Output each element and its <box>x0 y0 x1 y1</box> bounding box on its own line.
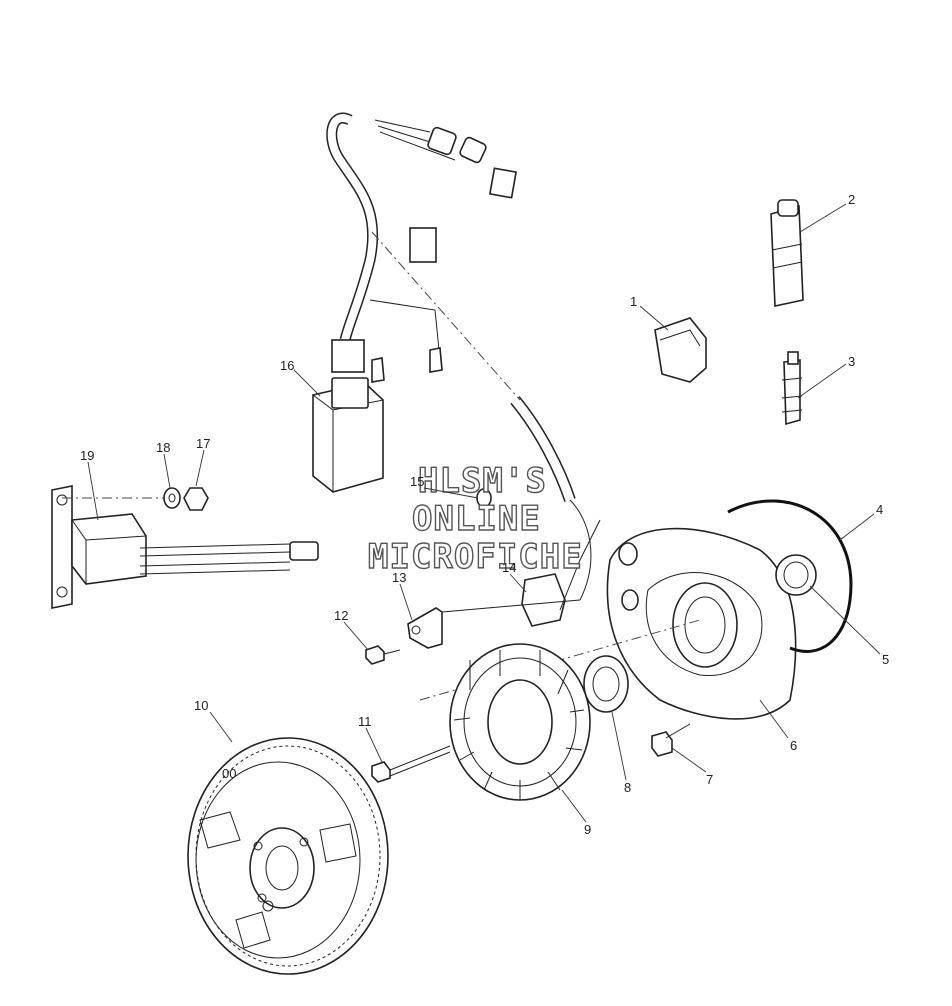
callout-5[interactable]: 5 <box>882 652 889 667</box>
callout-3[interactable]: 3 <box>848 354 855 369</box>
callout-17[interactable]: 17 <box>196 436 210 451</box>
svg-text:00: 00 <box>222 766 236 781</box>
callout-4[interactable]: 4 <box>876 502 883 517</box>
callout-14[interactable]: 14 <box>502 560 516 575</box>
callout-2[interactable]: 2 <box>848 192 855 207</box>
watermark-line-2: ONLINE <box>412 499 541 539</box>
callout-8[interactable]: 8 <box>624 780 631 795</box>
cdi-box <box>312 377 384 493</box>
callout-9[interactable]: 9 <box>584 822 591 837</box>
watermark-line-3: MICROFICHE <box>368 537 583 577</box>
wiring-harness <box>326 112 592 601</box>
callout-16[interactable]: 16 <box>280 358 294 373</box>
leader-lines <box>87 203 881 823</box>
callout-19[interactable]: 19 <box>80 448 94 463</box>
ignition-coil-assembly <box>654 33 804 426</box>
watermark: HLSM'S ONLINE MICROFICHE <box>367 460 583 577</box>
callout-10[interactable]: 10 <box>194 698 208 713</box>
callout-18[interactable]: 18 <box>156 440 170 455</box>
callout-13[interactable]: 13 <box>392 570 406 585</box>
callout-7[interactable]: 7 <box>706 772 713 787</box>
callout-6[interactable]: 6 <box>790 738 797 753</box>
stator-group <box>371 643 591 801</box>
watermark-line-1: HLSM'S <box>418 461 547 501</box>
callout-11[interactable]: 11 <box>358 714 372 729</box>
callout-15[interactable]: 15 <box>410 474 424 489</box>
trigger-assembly <box>365 488 601 665</box>
callout-12[interactable]: 12 <box>334 608 348 623</box>
rectifier-assembly <box>51 485 319 609</box>
flywheel-group: 00 <box>187 737 389 975</box>
stator-plate-group <box>419 499 853 757</box>
callout-labels: 1 2 3 4 5 6 7 8 9 10 11 12 13 14 15 16 1… <box>80 192 889 837</box>
callout-1[interactable]: 1 <box>630 294 637 309</box>
